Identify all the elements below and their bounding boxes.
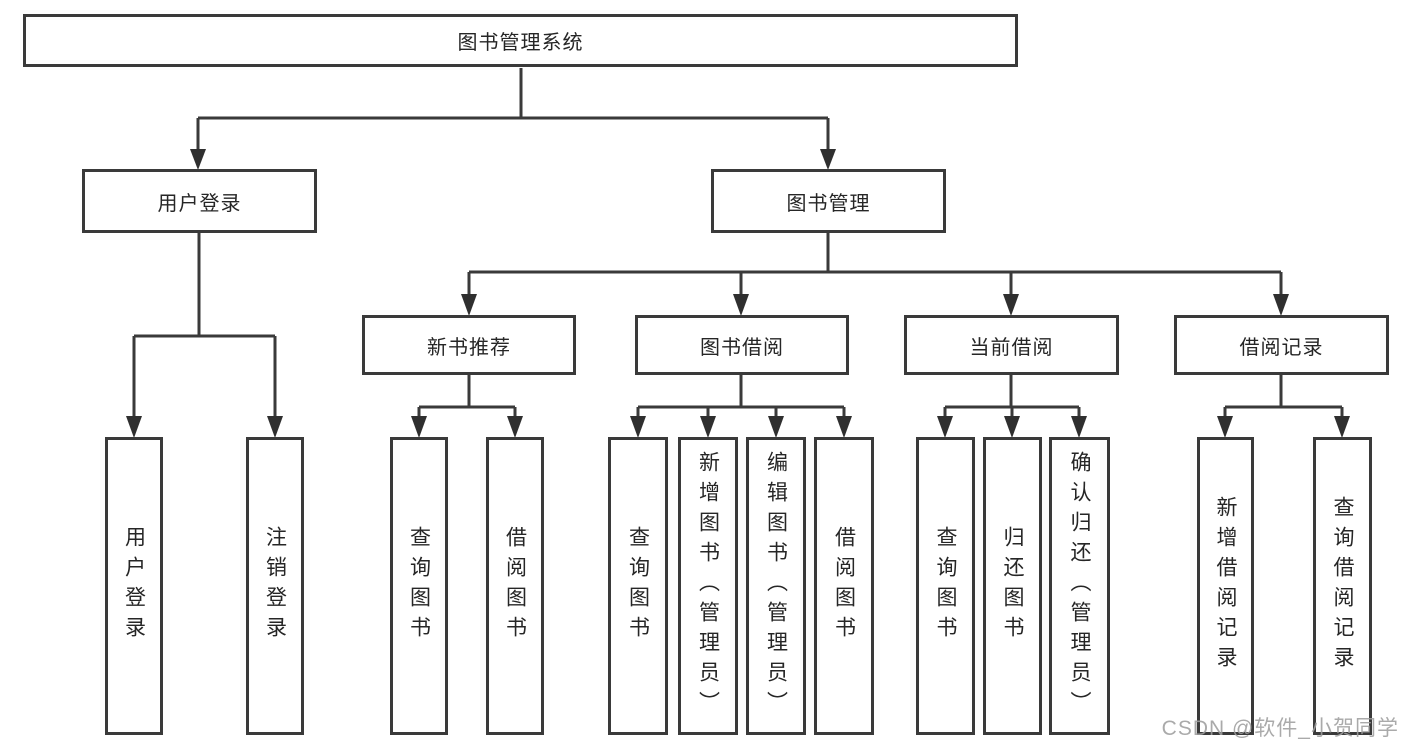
node-root: 图书管理系统 <box>23 14 1018 67</box>
node-book-mgmt-label: 图书管理 <box>786 192 871 215</box>
leaf-bb-borrow-books-label: 借阅图书 <box>832 526 856 646</box>
leaf-br-query-record: 查询借阅记录 <box>1313 437 1372 735</box>
connector-new-book-recommend-to-leaves <box>411 375 523 438</box>
node-book-mgmt: 图书管理 <box>711 169 946 233</box>
node-borrow-records: 借阅记录 <box>1174 315 1389 375</box>
leaf-br-add-record-label: 新增借阅记录 <box>1214 496 1237 676</box>
leaf-bb-add-books-admin-label: 新增图书（管理员） <box>696 451 720 721</box>
leaf-cb-return-books-label: 归还图书 <box>1001 526 1024 646</box>
connector-borrow-records-to-leaves <box>1217 375 1350 438</box>
arrowhead <box>836 416 852 438</box>
arrowhead <box>1003 294 1019 316</box>
leaf-nbr-query-books: 查询图书 <box>390 437 448 735</box>
arrowhead <box>1071 416 1087 438</box>
arrowhead <box>630 416 646 438</box>
arrowhead <box>267 416 283 438</box>
leaf-bb-edit-books-admin-label: 编辑图书（管理员） <box>764 451 788 721</box>
arrowhead <box>1273 294 1289 316</box>
node-new-book-recommend: 新书推荐 <box>362 315 576 375</box>
node-borrow-records-label: 借阅记录 <box>1239 336 1324 359</box>
arrowhead <box>820 149 836 170</box>
leaf-br-add-record: 新增借阅记录 <box>1197 437 1254 735</box>
arrowhead <box>768 416 784 438</box>
node-new-book-recommend-label: 新书推荐 <box>427 336 511 359</box>
leaf-logout-login: 注销登录 <box>246 437 304 735</box>
leaf-bb-add-books-admin: 新增图书（管理员） <box>678 437 738 735</box>
leaf-cb-confirm-return-admin: 确认归还（管理员） <box>1049 437 1110 735</box>
arrowhead <box>461 294 477 316</box>
csdn-watermark: CSDN @软件_小贺同学 <box>1161 717 1399 740</box>
leaf-logout-login-label: 注销登录 <box>263 526 287 646</box>
arrowhead <box>1004 416 1020 438</box>
arrowhead <box>1217 416 1233 438</box>
leaf-nbr-borrow-books: 借阅图书 <box>486 437 544 735</box>
node-current-borrow: 当前借阅 <box>904 315 1119 375</box>
leaf-user-login-label: 用户登录 <box>122 526 146 646</box>
connector-book-mgmt-to-level3 <box>461 233 1289 316</box>
arrowhead <box>700 416 716 438</box>
leaf-cb-query-books-label: 查询图书 <box>934 526 957 646</box>
arrowhead <box>507 416 523 438</box>
leaf-cb-query-books: 查询图书 <box>916 437 975 735</box>
leaf-bb-borrow-books: 借阅图书 <box>814 437 874 735</box>
node-book-borrow-label: 图书借阅 <box>700 336 784 359</box>
connector-user-login-to-leaves <box>126 233 283 438</box>
leaf-bb-query-books-label: 查询图书 <box>626 526 650 646</box>
arrowhead <box>1334 416 1350 438</box>
arrowhead <box>411 416 427 438</box>
leaf-user-login: 用户登录 <box>105 437 163 735</box>
leaf-nbr-query-books-label: 查询图书 <box>407 526 431 646</box>
arrowhead <box>126 416 142 438</box>
node-user-login-label: 用户登录 <box>157 192 242 215</box>
connector-root-to-level2 <box>190 68 836 170</box>
leaf-bb-query-books: 查询图书 <box>608 437 668 735</box>
leaf-bb-edit-books-admin: 编辑图书（管理员） <box>746 437 806 735</box>
arrowhead <box>733 294 749 316</box>
leaf-br-query-record-label: 查询借阅记录 <box>1331 496 1354 676</box>
leaf-cb-return-books: 归还图书 <box>983 437 1042 735</box>
arrowhead <box>937 416 953 438</box>
leaf-nbr-borrow-books-label: 借阅图书 <box>503 526 527 646</box>
node-book-borrow: 图书借阅 <box>635 315 849 375</box>
connector-book-borrow-to-leaves <box>630 375 852 438</box>
connector-current-borrow-to-leaves <box>937 375 1087 438</box>
node-user-login: 用户登录 <box>82 169 317 233</box>
arrowhead <box>190 149 206 170</box>
node-current-borrow-label: 当前借阅 <box>969 336 1054 359</box>
node-root-label: 图书管理系统 <box>457 32 584 54</box>
leaf-cb-confirm-return-admin-label: 确认归还（管理员） <box>1068 451 1091 721</box>
